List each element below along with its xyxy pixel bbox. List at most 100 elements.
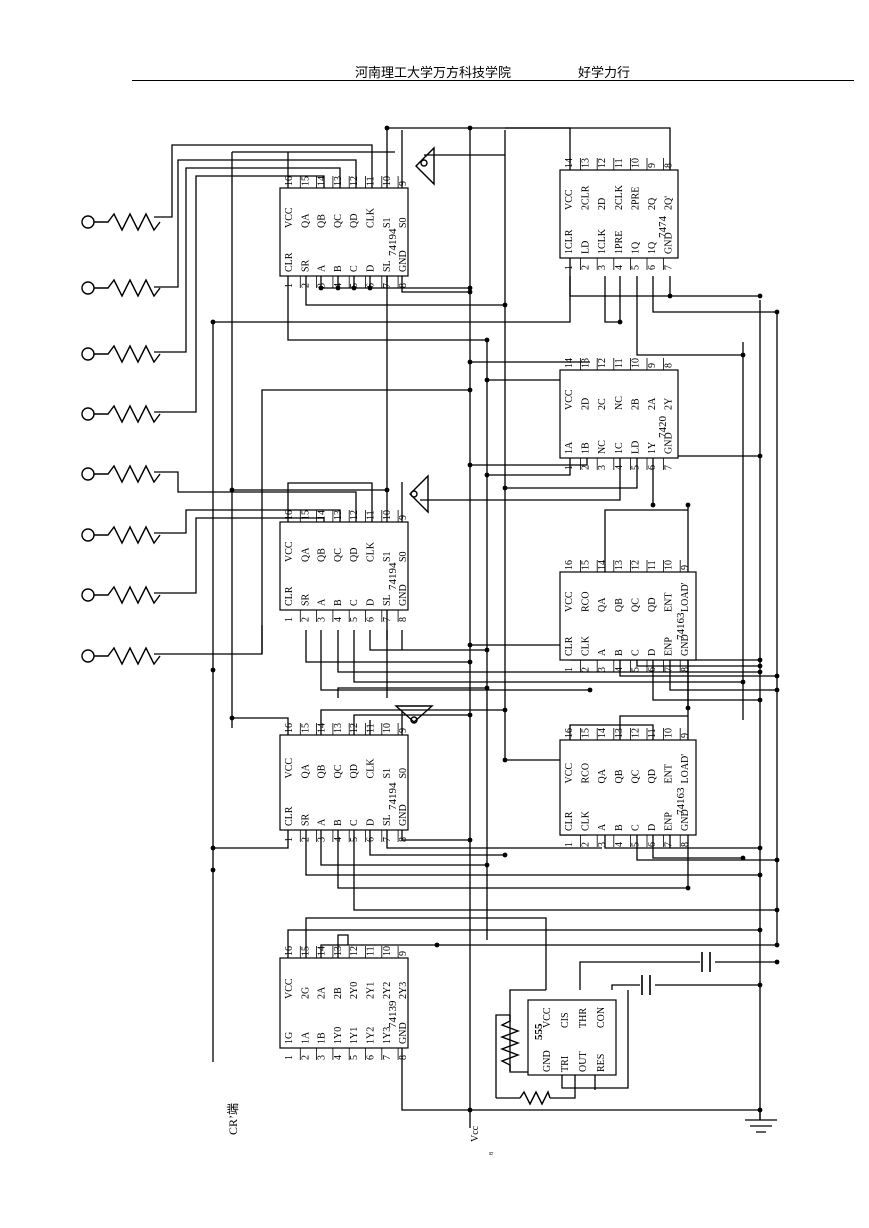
input-resistor-7	[81, 585, 161, 605]
pin-number: 8	[398, 283, 409, 288]
junction-dot	[467, 387, 473, 393]
pin-label: VCC	[284, 207, 295, 228]
pin-label: GND	[398, 1022, 409, 1044]
pin-label: 2C	[597, 398, 608, 410]
pin-label: QB	[317, 764, 328, 778]
pin-label: S1	[382, 768, 393, 779]
junction-dot	[384, 487, 390, 493]
pin-number: 10	[664, 560, 675, 570]
pin-number: 1	[564, 667, 575, 672]
pin-label: QB	[614, 598, 625, 612]
pin-number: 11	[366, 946, 377, 956]
timer-label-gnd: GND	[542, 1050, 553, 1072]
capacitor-1	[701, 952, 711, 972]
junction-dot	[502, 302, 508, 308]
pin-label: 1C	[614, 442, 625, 454]
timer-label-thr: THR	[578, 1008, 589, 1028]
pin-label: SL	[382, 594, 393, 606]
pin-number: 8	[664, 163, 675, 168]
pin-number: 5	[349, 283, 360, 288]
pin-label: C	[349, 265, 360, 272]
junction-dot	[685, 502, 691, 508]
pin-number: 2	[300, 1055, 311, 1060]
pin-number: 8	[664, 363, 675, 368]
pin-number: 9	[680, 565, 691, 570]
pin-number: 7	[382, 617, 393, 622]
junction-dot	[757, 1107, 763, 1113]
junction-dot	[502, 852, 508, 858]
timer-label-vcc: VCC	[542, 1007, 553, 1028]
pin-number: 3	[597, 265, 608, 270]
pin-label: ENT	[664, 764, 675, 783]
pin-label: A	[597, 648, 608, 656]
junction-dot	[502, 485, 508, 491]
pin-number: 14	[564, 358, 575, 368]
header-school: 河南理工大学万方科技学院	[355, 65, 512, 80]
pin-label: 2A	[647, 397, 658, 410]
pin-number: 8	[398, 1055, 409, 1060]
input-resistor-5	[81, 464, 161, 484]
pin-number: 1	[284, 1055, 295, 1060]
pin-number: 7	[664, 667, 675, 672]
pin-label: A	[597, 823, 608, 831]
pin-label: 2D	[597, 198, 608, 210]
chip-7474-5: 14VCC1CLR1132CLRLD2122D1CLK3112CLK1PRE41…	[559, 158, 679, 270]
pin-label: VCC	[564, 591, 575, 612]
pin-number: 4	[333, 283, 344, 288]
pin-label: 1Y0	[333, 1027, 344, 1044]
chip-name: 74194	[387, 228, 399, 256]
pin-label: QA	[300, 763, 311, 778]
pin-label: 1B	[581, 442, 592, 454]
junction-dot	[757, 872, 763, 878]
timer-label-con: CON	[596, 1007, 607, 1028]
pin-number: 3	[597, 667, 608, 672]
pin-number: 6	[366, 283, 377, 288]
pin-label: 2CLR	[581, 185, 592, 210]
pin-label: 1Q	[630, 241, 641, 254]
pin-number: 5	[630, 265, 641, 270]
junction-dot	[467, 1107, 473, 1113]
junction-dot	[484, 337, 490, 343]
pin-number: 10	[382, 946, 393, 956]
chip-74163-7: 16VCCCLR115RCOCLK214QAA313QBB412QCC511QD…	[559, 560, 697, 672]
junction-dot	[774, 687, 780, 693]
pin-number: 15	[300, 510, 311, 520]
pin-number: 15	[300, 176, 311, 186]
pin-label: CLK	[581, 635, 592, 656]
pin-number: 5	[630, 842, 641, 847]
chip-name: 74194	[387, 782, 399, 810]
pin-number: 15	[581, 728, 592, 738]
pin-number: 10	[382, 723, 393, 733]
pin-number: 14	[564, 158, 575, 168]
pin-label: B	[333, 265, 344, 272]
chip-name: 7420	[657, 416, 669, 439]
pin-number: 6	[366, 837, 377, 842]
pin-label: QD	[647, 598, 658, 612]
pin-label: GND	[680, 809, 691, 831]
pin-label: D	[647, 824, 658, 831]
pin-label: SL	[382, 814, 393, 826]
pin-number: 13	[581, 358, 592, 368]
pin-number: 15	[581, 560, 592, 570]
pin-number: 15	[300, 946, 311, 956]
junction-dot	[467, 659, 473, 665]
pin-number: 14	[317, 946, 328, 956]
pin-number: 3	[317, 1055, 328, 1060]
pin-label: S1	[382, 551, 393, 562]
pin-label: ENP	[664, 812, 675, 831]
junction-dot	[467, 285, 473, 291]
pin-label: QD	[647, 769, 658, 783]
pin-number: 10	[630, 358, 641, 368]
junction-dot	[484, 685, 490, 691]
pin-label: SR	[300, 593, 311, 606]
pin-number: 13	[333, 946, 344, 956]
timer-name: 555	[533, 1023, 545, 1040]
pin-label: S0	[398, 768, 409, 779]
junction-dot	[210, 319, 216, 325]
chip-74194-2: 16VCCCLR115QASR214QBA313QCB412QDC511CLKD…	[279, 510, 409, 622]
pin-label: D	[366, 599, 377, 606]
junction-dot	[757, 697, 763, 703]
pin-label: 2Y2	[382, 982, 393, 999]
pin-number: 11	[614, 358, 625, 368]
